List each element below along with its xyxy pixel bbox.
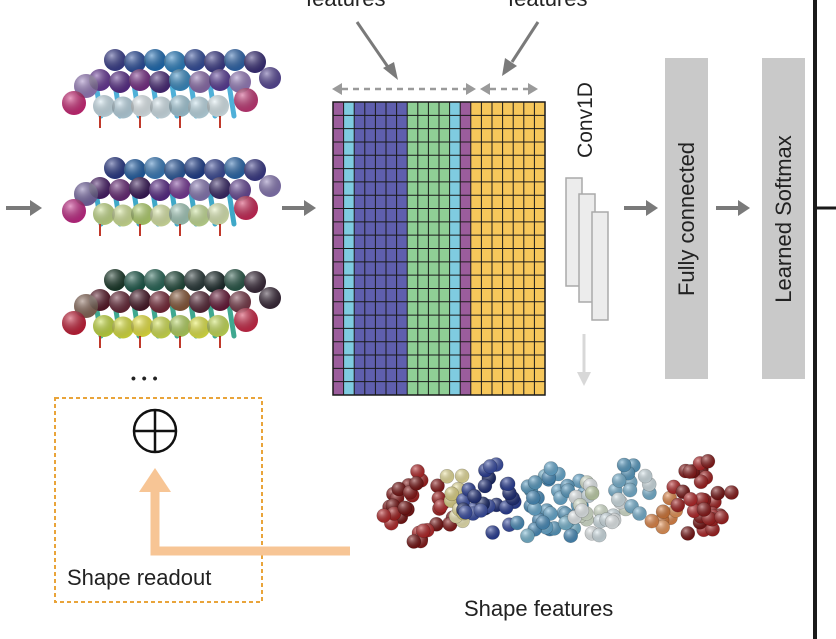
dashed-span-left (332, 83, 476, 95)
base-pair-structure-2 (62, 157, 281, 236)
feature-pointer-left (355, 21, 398, 80)
conv1d-filters (565, 177, 609, 321)
shape-readout-box (54, 397, 263, 603)
arrow-to-softmax (716, 200, 750, 216)
ellipsis-more-structures: • • • (131, 370, 159, 386)
fully-connected-label: Fully connected (673, 141, 699, 296)
learned-softmax-label: Learned Softmax (770, 134, 796, 303)
input-arrow (6, 200, 42, 216)
arrow-to-matrix (282, 200, 316, 216)
conv-down-arrow (577, 334, 591, 386)
learned-softmax-box (762, 58, 805, 379)
shape-readout-label: Shape readout (67, 565, 212, 590)
sum-operator-icon (132, 408, 178, 454)
shape-features-cloud (376, 453, 739, 549)
feature-matrix (332, 101, 546, 396)
arrow-to-fc (624, 200, 658, 216)
base-pair-structure-3 (62, 269, 281, 348)
fully-connected-box (665, 58, 708, 379)
features-label-right: features (508, 0, 588, 12)
conv1d-label: Conv1D (574, 82, 597, 158)
base-pair-structure-1 (62, 49, 281, 128)
features-label-left: features (306, 0, 386, 12)
readout-arrow (139, 468, 350, 556)
feature-pointer-right (502, 21, 540, 76)
dashed-span-right (480, 83, 538, 95)
shape-features-label: Shape features (464, 596, 614, 621)
